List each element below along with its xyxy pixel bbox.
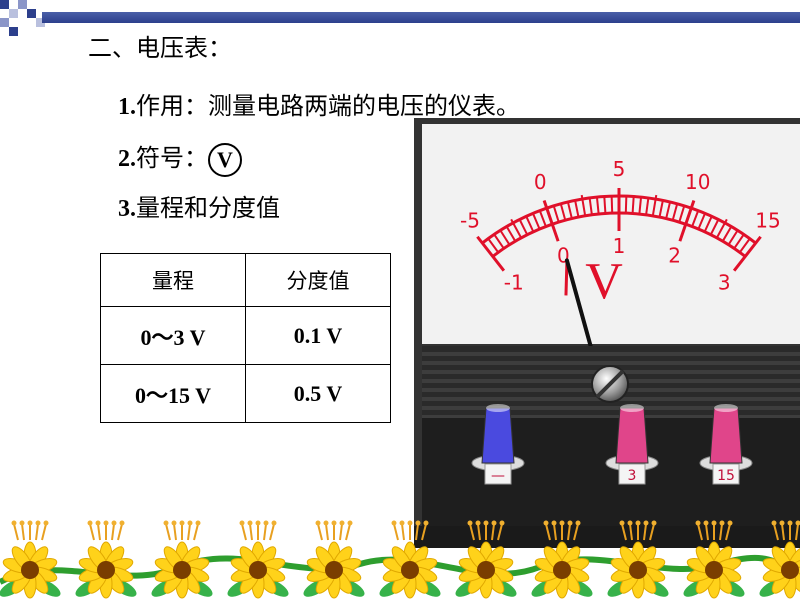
terminal-label: — <box>491 468 505 484</box>
header-bar <box>42 12 800 23</box>
scale-tick <box>493 233 505 250</box>
scale-tick <box>574 200 580 218</box>
sunflower-icon <box>401 561 419 579</box>
scale-tick <box>525 215 535 233</box>
header-range: 量程 <box>100 253 246 307</box>
terminal-knob-icon <box>615 407 649 464</box>
scale-tick <box>588 197 593 215</box>
scale-tick <box>733 233 745 250</box>
voltmeter-symbol: V <box>208 142 242 177</box>
cell-division: 0.1 V <box>245 306 391 365</box>
meter-dial-face <box>422 124 800 344</box>
upper-scale-label: 0 <box>534 170 547 194</box>
scale-tick <box>499 229 511 246</box>
scale-tick <box>738 238 751 253</box>
slide-title: 二、电压表： <box>88 34 232 62</box>
scale-tick <box>691 210 700 227</box>
scale-tick <box>552 205 560 223</box>
scale-tick <box>703 215 713 233</box>
item-range: 3.量程和分度值 <box>118 188 280 223</box>
scale-tick <box>603 196 607 214</box>
scale-tick <box>721 226 733 242</box>
upper-scale-label: -5 <box>460 208 480 232</box>
flower-border-decoration <box>0 520 800 599</box>
scale-tick <box>595 196 600 215</box>
scale-tick <box>476 235 506 272</box>
item-text: 符号： <box>136 144 208 172</box>
scale-tick <box>658 200 664 218</box>
scale-tick <box>559 203 567 221</box>
scale-tick <box>645 197 650 215</box>
scale-tick <box>727 229 739 246</box>
sunflower-icon <box>325 561 343 579</box>
table-header-row: 量程 分度值 <box>100 253 391 307</box>
terminal-knob-icon <box>709 407 743 464</box>
scale-tick <box>631 196 635 214</box>
scale-tick <box>678 205 686 223</box>
scale-tick <box>638 196 643 215</box>
scale-tick <box>624 196 628 214</box>
upper-scale-label: 15 <box>755 208 780 232</box>
sunflower-icon <box>705 561 723 579</box>
scale-tick <box>518 219 529 236</box>
terminals: — 3 15 <box>471 404 753 485</box>
terminal-label: 3 <box>628 468 637 484</box>
scale-tick <box>697 212 706 230</box>
scale-tick <box>709 219 720 236</box>
item-function: 1.作用：测量电路两端的电压的仪表。 <box>118 86 520 121</box>
scale-tick <box>715 218 728 239</box>
scale-tick <box>580 194 587 216</box>
scale-tick <box>665 201 672 219</box>
scale-tick <box>610 196 614 214</box>
cell-range: 0～3 V <box>100 306 246 365</box>
scale-tick <box>538 210 547 227</box>
item-number: 1. <box>118 94 136 120</box>
scale-tick <box>671 203 679 221</box>
scale-tick <box>542 200 560 242</box>
item-number: 3. <box>118 196 136 222</box>
upper-scale-label: 5 <box>613 157 626 181</box>
item-number: 2. <box>118 146 136 172</box>
sunflower-icon <box>477 561 495 579</box>
lower-scale-label: 1 <box>613 234 626 258</box>
terminal-knob-icon <box>481 407 515 464</box>
lower-scale-label: -1 <box>504 270 524 294</box>
scale-tick <box>487 238 500 253</box>
scale-tick <box>532 212 541 230</box>
item-symbol: 2.符号：V <box>118 138 242 177</box>
cell-range: 0～15 V <box>100 364 246 423</box>
header-division: 分度值 <box>245 253 391 307</box>
scale-tick <box>678 200 696 242</box>
scale-tick <box>566 201 573 219</box>
item-text: 量程和分度值 <box>136 194 280 222</box>
meter-unit-label: V <box>585 253 623 310</box>
sunflower-icon <box>97 561 115 579</box>
sunflower-icon <box>249 561 267 579</box>
sunflower-icon <box>21 561 39 579</box>
upper-scale-label: 10 <box>685 170 710 194</box>
scale-tick <box>651 194 658 216</box>
lower-scale-label: 3 <box>718 270 731 294</box>
scale-tick <box>510 218 523 239</box>
table-row: 0～15 V 0.5 V <box>100 364 391 423</box>
item-text: 作用：测量电路两端的电压的仪表。 <box>136 92 520 120</box>
lower-scale-label: 2 <box>668 243 681 267</box>
range-table: 量程 分度值 0～3 V 0.1 V 0～15 V 0.5 V <box>100 253 391 423</box>
scale-tick <box>732 235 762 272</box>
cell-division: 0.5 V <box>245 364 391 423</box>
sunflower-icon <box>173 561 191 579</box>
sunflower-icon <box>553 561 571 579</box>
corner-decoration <box>0 0 60 40</box>
sunflower-icon <box>629 561 647 579</box>
scale-tick <box>505 226 517 242</box>
terminal-label: 15 <box>717 468 735 484</box>
table-row: 0～3 V 0.1 V <box>100 306 391 365</box>
sunflower-icon <box>781 561 799 579</box>
